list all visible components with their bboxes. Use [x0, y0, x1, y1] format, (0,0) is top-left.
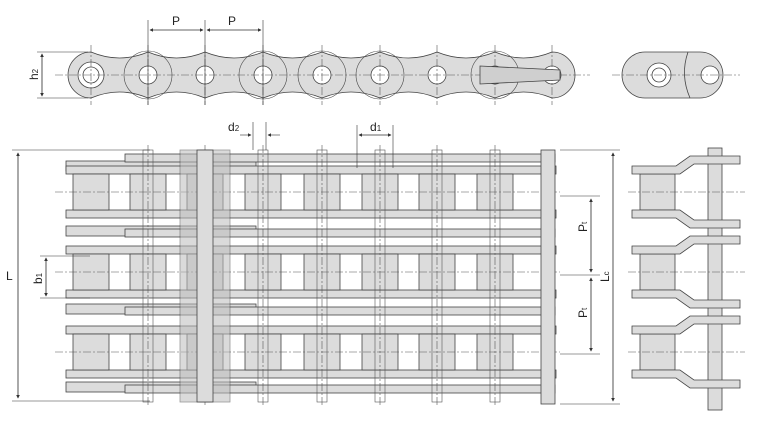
inner-plate: [65, 209, 557, 219]
plate-profile: [631, 155, 741, 175]
svg-text:L: L: [6, 269, 13, 283]
chain-end-view: [612, 51, 740, 99]
svg-text:b1: b1: [31, 272, 45, 284]
inner-plate: [65, 325, 557, 335]
chain-side-view: [55, 45, 590, 105]
inner-plate: [65, 165, 557, 175]
svg-text:d1: d1: [370, 120, 382, 134]
plate-profile: [631, 209, 741, 229]
svg-text:h2: h2: [27, 68, 41, 80]
overall-length-dimension: L: [6, 149, 150, 402]
pin-length-dimension: Lc: [560, 149, 620, 405]
pitch-label: P: [172, 14, 180, 28]
inner-width-dimension: b1: [31, 255, 90, 299]
pitch-label: P: [228, 14, 236, 28]
pitch-dimension: P P: [147, 14, 264, 105]
inner-plate: [65, 289, 557, 299]
svg-text:Lc: Lc: [598, 271, 612, 282]
roller-diameter-dimension: d1: [356, 120, 394, 168]
spring-clip: [479, 65, 561, 85]
svg-text:Pt: Pt: [576, 221, 590, 232]
pin-diameter-dimension: d2: [228, 120, 280, 150]
transverse-pitch-dimension: Pt Pt: [560, 195, 600, 355]
inner-plate: [65, 245, 557, 255]
svg-text:Pt: Pt: [576, 307, 590, 318]
plate-profile: [631, 315, 741, 335]
plate-profile: [631, 369, 741, 389]
pin-section: [196, 149, 214, 403]
connecting-pin: [540, 149, 556, 405]
plate-profile: [631, 235, 741, 255]
plate-height-dimension: h2: [27, 51, 88, 99]
chain-plan-view: [55, 145, 560, 405]
pin: [707, 147, 723, 411]
chain-section-view: [628, 147, 745, 411]
inner-plate: [65, 369, 557, 379]
plate-profile: [631, 289, 741, 309]
svg-text:d2: d2: [228, 120, 240, 134]
